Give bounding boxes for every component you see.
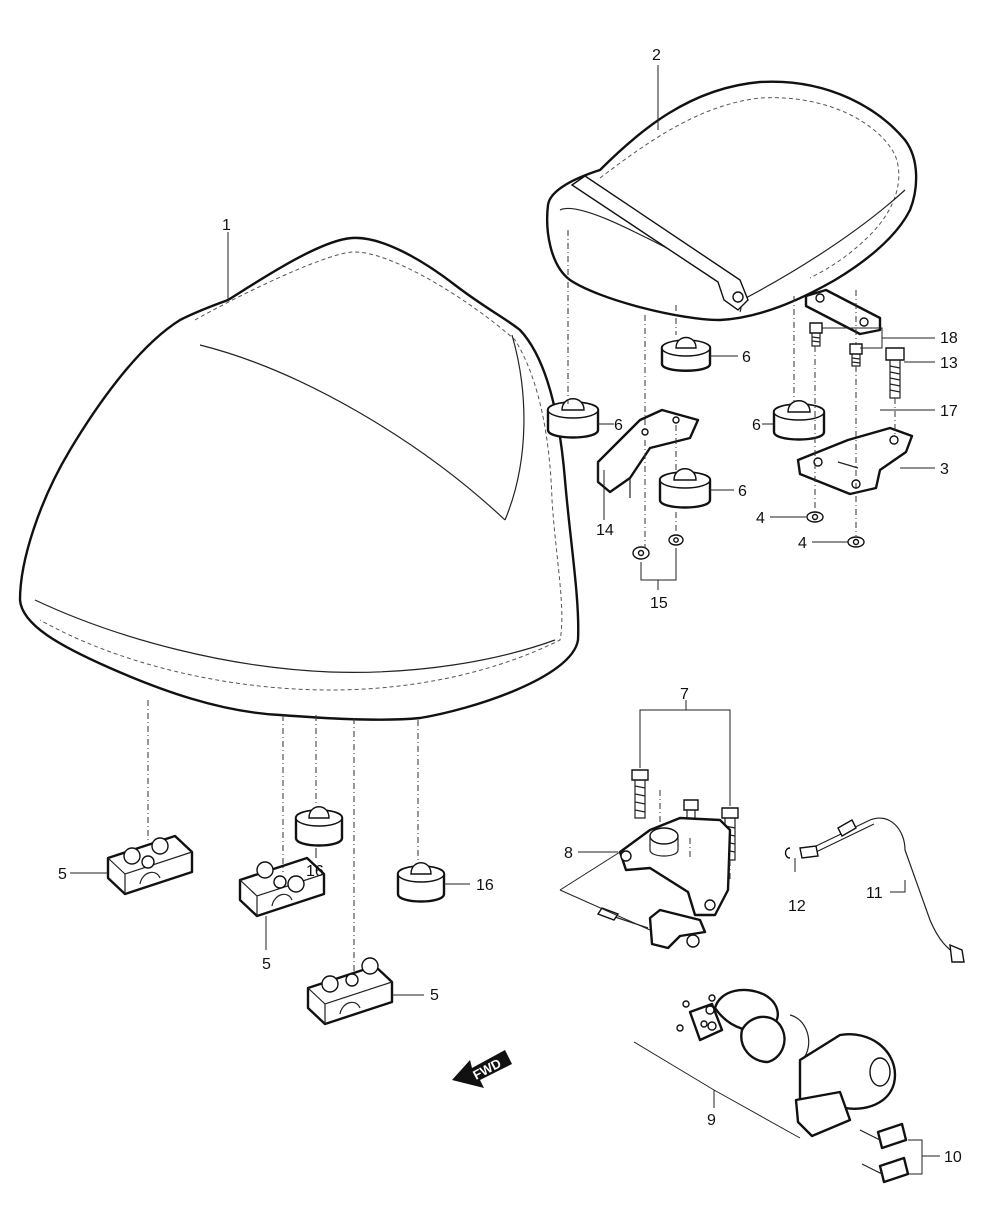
latch-lever xyxy=(596,907,707,950)
screw-9-a xyxy=(676,994,716,1032)
lock-bracket-8 xyxy=(618,816,732,917)
bolt-18-a xyxy=(809,322,823,347)
callout-4-b: 4 xyxy=(798,535,807,552)
fwd-direction-arrow: FWD xyxy=(452,1050,512,1088)
rear-seat xyxy=(546,80,918,322)
callout-6-d: 6 xyxy=(752,417,761,434)
callout-5-a: 5 xyxy=(58,866,67,883)
callout-5-b: 5 xyxy=(262,956,271,973)
callout-16-b: 16 xyxy=(476,877,494,894)
seat-block-5-left xyxy=(106,834,194,896)
cushion-6-lower xyxy=(658,468,712,509)
fwd-label: FWD xyxy=(470,1055,503,1082)
lock-set-9 xyxy=(688,988,897,1138)
front-seat xyxy=(18,236,580,721)
callout-4-a: 4 xyxy=(756,510,765,527)
callout-6-a: 6 xyxy=(742,349,751,366)
screw-10-a xyxy=(859,1122,908,1150)
bolt-18-b xyxy=(849,343,863,367)
callout-5-c: 5 xyxy=(430,987,439,1004)
callout-11: 11 xyxy=(866,885,883,902)
cable-11 xyxy=(799,817,965,963)
callout-16-a: 16 xyxy=(306,863,324,880)
callout-2: 2 xyxy=(652,47,661,64)
callout-3: 3 xyxy=(940,461,949,478)
nut-4-a xyxy=(806,511,824,523)
callout-6-b: 6 xyxy=(614,417,623,434)
bolt-13 xyxy=(885,347,905,399)
plate-17 xyxy=(804,288,882,336)
clip-12 xyxy=(784,847,791,859)
cushion-6-right xyxy=(772,400,826,441)
bolt-7-left xyxy=(631,769,649,819)
cushion-6-upper-left xyxy=(660,336,712,372)
callout-15: 15 xyxy=(650,595,668,612)
callout-6-c: 6 xyxy=(738,483,747,500)
assembly-lines xyxy=(147,230,896,972)
callout-labels: 1 2 3 4 4 5 5 5 6 6 6 6 7 8 9 10 11 12 1… xyxy=(58,47,962,1166)
nut-15-b xyxy=(668,534,684,546)
nut-15-a xyxy=(632,546,650,560)
cushion-6-left xyxy=(546,398,600,439)
cushion-16-left xyxy=(294,806,344,847)
callout-1: 1 xyxy=(222,217,231,234)
callout-12: 12 xyxy=(788,898,806,915)
seat-block-5-middle xyxy=(238,856,326,918)
nut-4-b xyxy=(847,536,865,548)
callout-10: 10 xyxy=(944,1149,962,1166)
callout-9: 9 xyxy=(707,1112,716,1129)
callout-7: 7 xyxy=(680,686,689,703)
cushion-16-right xyxy=(396,862,446,903)
callout-13: 13 xyxy=(940,355,958,372)
seat-block-5-right xyxy=(306,957,394,1026)
callout-14: 14 xyxy=(596,522,614,539)
screw-10-b xyxy=(861,1156,910,1184)
callout-17: 17 xyxy=(940,403,958,420)
callout-8: 8 xyxy=(564,845,573,862)
leader-lines xyxy=(70,65,940,1175)
callout-18: 18 xyxy=(940,330,958,347)
